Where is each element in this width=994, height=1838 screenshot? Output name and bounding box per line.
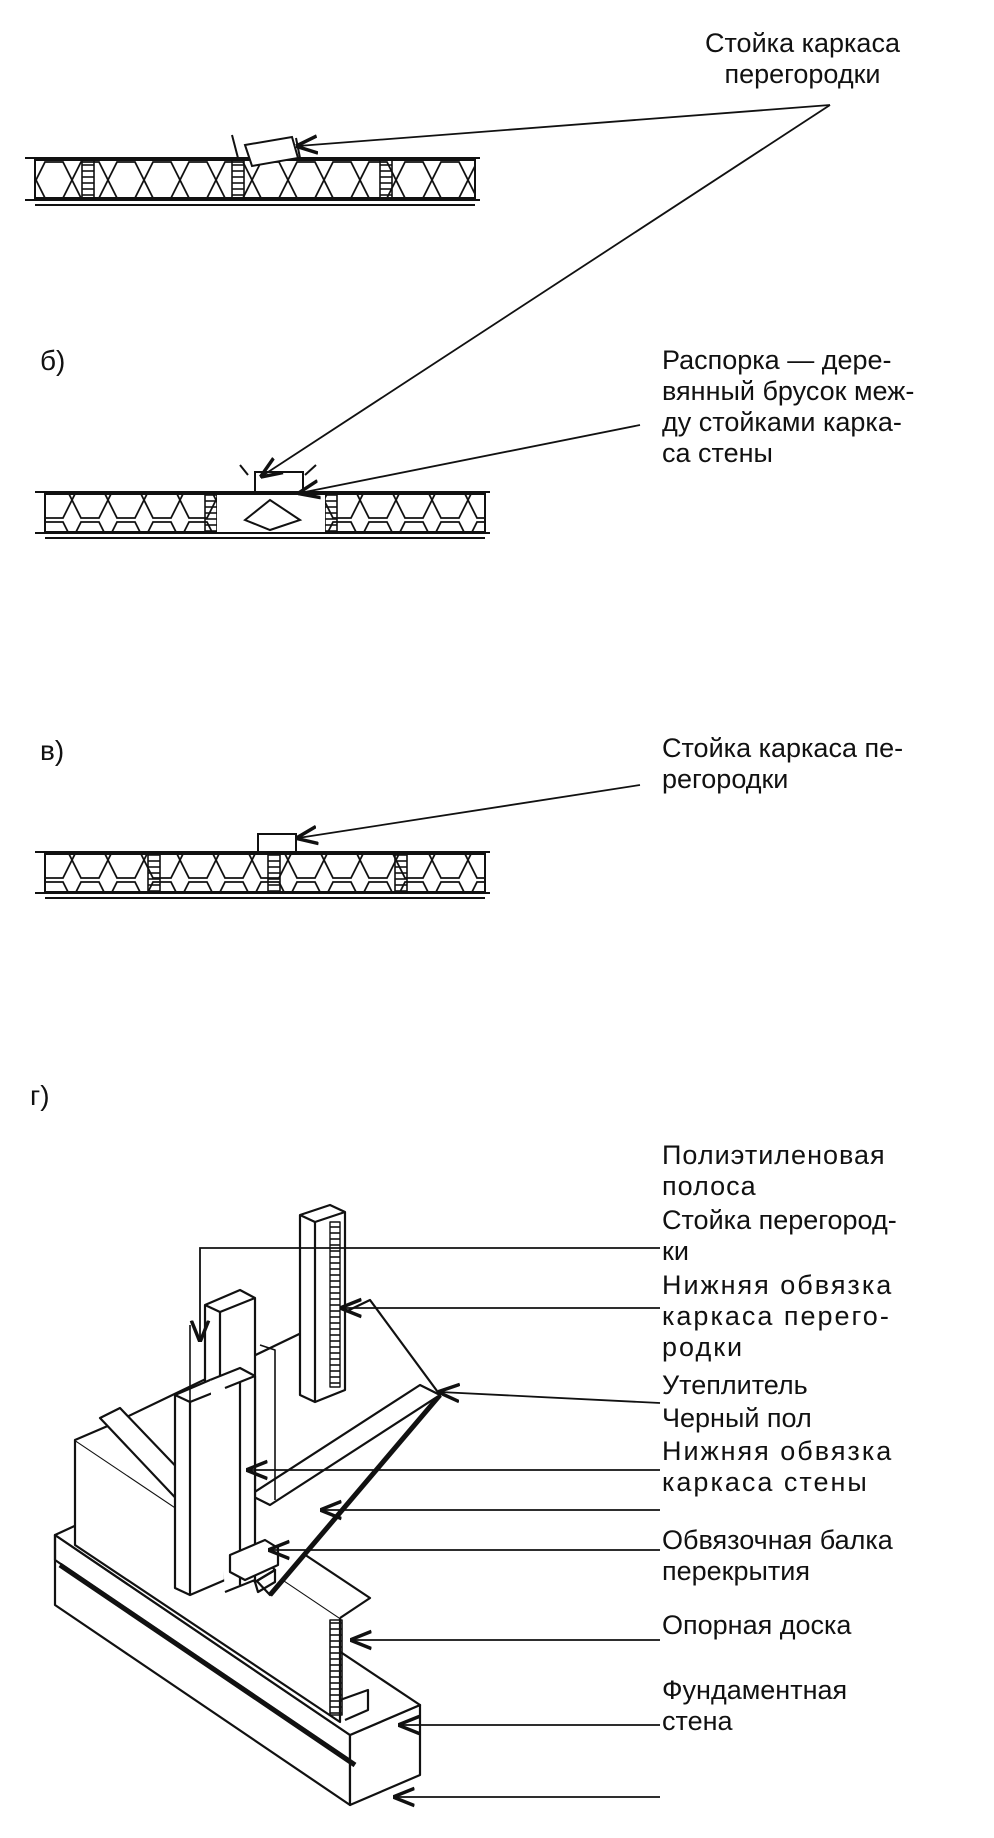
label-line: стена <box>662 1706 733 1736</box>
label-brace: Распорка — дере- вянный брусок меж- ду с… <box>662 345 914 469</box>
label-line: вянный брусок меж- <box>662 376 915 406</box>
label-line: Стойка каркаса <box>705 28 900 58</box>
label-line: Распорка — дере- <box>662 345 892 375</box>
leaders-top <box>262 104 831 838</box>
label-partition-post-a: Стойка каркаса перегородки <box>705 28 900 90</box>
label-line: перегородки <box>724 59 881 89</box>
panel-b-wall-section <box>35 464 490 539</box>
label-insulation: Утеплитель <box>662 1370 808 1400</box>
label-line: са стены <box>662 438 773 468</box>
label-line: Обвязочная балка <box>662 1525 893 1555</box>
label-line: полоса <box>662 1171 757 1201</box>
panel-letter-b: б) <box>40 345 66 376</box>
label-line: перекрытия <box>662 1556 810 1586</box>
label-partition-bottom-plate: Нижняя обвязка каркаса перего- родки <box>662 1270 893 1363</box>
label-polyethylene-strip: Полиэтиленовая полоса <box>662 1140 886 1202</box>
label-line: Нижняя обвязка <box>662 1436 894 1466</box>
label-partition-post-g: Стойка перегород- ки <box>662 1205 897 1267</box>
label-line: Нижняя обвязка <box>662 1270 894 1300</box>
label-line: ки <box>662 1236 689 1266</box>
panel-letter-v: в) <box>40 735 65 766</box>
label-line: каркаса перего- <box>662 1301 891 1331</box>
label-foundation-wall: Фундаментная стена <box>662 1675 847 1737</box>
label-subfloor: Черный пол <box>662 1403 812 1433</box>
label-line: Стойка каркаса пе- <box>662 733 904 763</box>
label-line: Стойка перегород- <box>662 1205 897 1235</box>
label-sill-plate: Опорная доска <box>662 1610 852 1640</box>
label-line: родки <box>662 1332 745 1362</box>
panel-letter-g: г) <box>30 1080 50 1111</box>
leaders-bottom <box>200 1247 661 1797</box>
label-wall-bottom-plate: Нижняя обвязка каркаса стены <box>662 1436 893 1498</box>
panel-a-wall-section <box>25 134 480 206</box>
label-line: Фундаментная <box>662 1675 848 1705</box>
label-rim-joist: Обвязочная балка перекрытия <box>662 1525 893 1587</box>
label-line: Полиэтиленовая <box>662 1140 886 1170</box>
label-line: ду стойками карка- <box>662 407 902 437</box>
panel-v-wall-section <box>35 833 490 899</box>
label-partition-post-v: Стойка каркаса пе- регородки <box>662 733 903 795</box>
label-line: каркаса стены <box>662 1467 869 1497</box>
label-line: регородки <box>662 764 789 794</box>
panel-g-isometric <box>53 1203 442 1807</box>
